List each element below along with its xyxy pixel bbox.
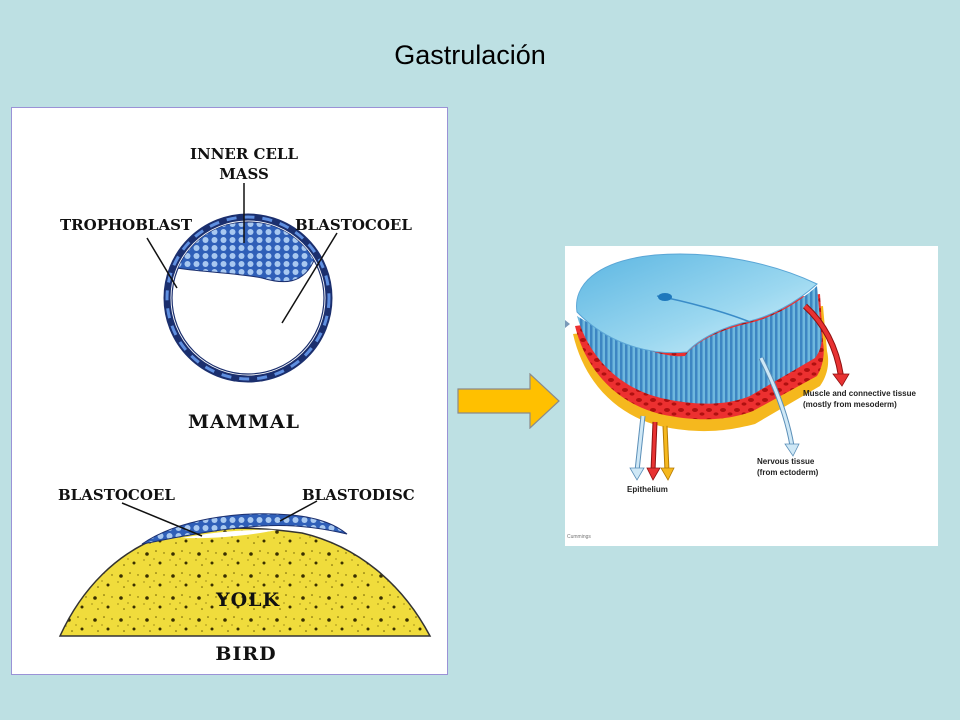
nervous-label-2: (from ectoderm) [757,468,819,477]
inner-cell-mass-label-2: MASS [219,165,269,183]
mammal-caption: MAMMAL [188,411,300,433]
blastula-diagram-panel: INNER CELL MASS TROPHOBLAST BLASTOCOEL M… [11,107,448,675]
trophoblast-label: TROPHOBLAST [60,216,193,234]
inner-cell-mass-label: INNER CELL [190,145,298,163]
right-arrow [457,373,561,429]
muscle-label-2: (mostly from mesoderm) [803,400,897,409]
mammal-blastocyst [163,213,333,383]
muscle-label: Muscle and connective tissue [803,389,916,398]
tissue-origin-diagram-panel: Muscle and connective tissue (mostly fro… [565,246,938,546]
blastocoel-bird [182,529,277,539]
blastodisc [141,513,348,545]
blastocoel-label-mammal: BLASTOCOEL [295,216,412,234]
arrow-icon [457,373,560,429]
bird-caption: BIRD [215,643,276,665]
yolk-label: YOLK [215,589,280,611]
nervous-label: Nervous tissue [757,457,815,466]
bird-blastodisc [58,513,432,637]
credit-label: Cummings [567,534,591,540]
blastula-diagram: INNER CELL MASS TROPHOBLAST BLASTOCOEL M… [58,145,432,665]
epithelium-label: Epithelium [627,485,668,494]
ectoderm-layer [577,286,822,404]
blastocoel-label-bird: BLASTOCOEL [58,486,175,504]
slide-title: Gastrulación [394,40,546,70]
blastodisc-label: BLASTODISC [302,486,415,504]
ectoderm-surface [576,253,818,354]
yolk [58,527,432,637]
tissue-origin-diagram: Muscle and connective tissue (mostly fro… [565,253,916,540]
